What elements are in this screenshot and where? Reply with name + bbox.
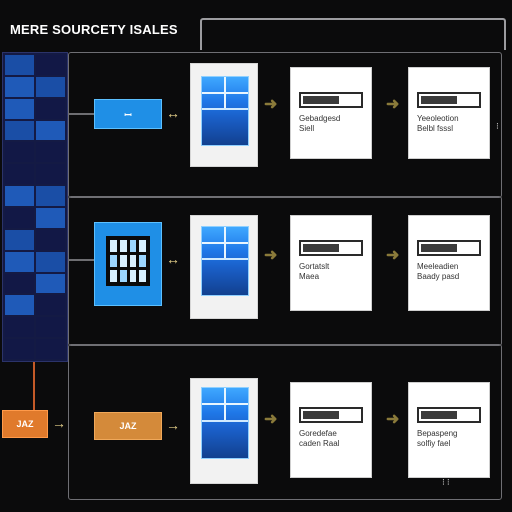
connector xyxy=(68,113,94,115)
progress-bar xyxy=(417,407,481,423)
arrow-right-icon: ↔ xyxy=(166,105,180,121)
card-caption: Yeeoleotion Belbl fsssl xyxy=(417,114,459,133)
source-label-4: JAZ xyxy=(119,421,137,431)
source-stem xyxy=(33,362,35,410)
top-frame xyxy=(200,18,506,50)
connector xyxy=(68,259,94,261)
arrow-right-icon: ↔ xyxy=(166,251,180,267)
progress-bar xyxy=(417,240,481,256)
arrow-right-icon: → xyxy=(166,417,180,433)
source-box-4[interactable]: JAZ xyxy=(94,412,162,440)
output-card-1a[interactable]: Gebadgesd Siell xyxy=(290,67,372,159)
output-card-2b[interactable]: Meeleadien Baady pasd xyxy=(408,215,490,311)
window-icon xyxy=(201,76,249,146)
source-label-1: ꟷ xyxy=(124,109,132,120)
arrow-right-icon: → xyxy=(52,415,66,431)
progress-bar xyxy=(299,240,363,256)
process-panel-1[interactable] xyxy=(190,63,258,167)
source-box-3[interactable]: JAZ xyxy=(2,410,48,438)
progress-bar xyxy=(299,92,363,108)
card-caption: Bepaspeng solfiy fael xyxy=(417,429,458,448)
diagram-title: MERE SOURCETY ISALES xyxy=(10,22,178,37)
row-band-2 xyxy=(68,196,502,346)
card-caption: Gebadgesd Siell xyxy=(299,114,341,133)
row-band-1 xyxy=(68,52,502,198)
arrow-right-icon: ➜ xyxy=(386,247,400,264)
progress-bar xyxy=(299,407,363,423)
arrow-right-icon: ➜ xyxy=(386,96,400,113)
output-card-3b[interactable]: Bepaspeng solfiy fael xyxy=(408,382,490,478)
card-caption: Meeleadien Baady pasd xyxy=(417,262,460,281)
output-card-1b[interactable]: Yeeoleotion Belbl fsssl xyxy=(408,67,490,159)
process-panel-3[interactable] xyxy=(190,378,258,484)
progress-bar xyxy=(417,92,481,108)
window-icon xyxy=(201,226,249,296)
pixel-glyph-icon xyxy=(106,236,150,286)
window-icon xyxy=(201,387,249,459)
process-panel-2[interactable] xyxy=(190,215,258,319)
output-card-2a[interactable]: Gortatslt Maea xyxy=(290,215,372,311)
dots-icon: ⁝ xyxy=(496,121,501,131)
card-caption: Gortatslt Maea xyxy=(299,262,330,281)
row-band-3 xyxy=(68,344,502,500)
source-label-3: JAZ xyxy=(16,419,34,429)
source-grid xyxy=(2,52,68,362)
output-card-3a[interactable]: Goredefae caden Raal xyxy=(290,382,372,478)
source-box-1[interactable]: ꟷ xyxy=(94,99,162,129)
card-caption: Goredefae caden Raal xyxy=(299,429,340,448)
arrow-right-icon: ➜ xyxy=(386,411,400,428)
arrow-right-icon: ➜ xyxy=(264,411,278,428)
dots-icon: ⁝⁝ xyxy=(442,477,452,487)
arrow-right-icon: ➜ xyxy=(264,247,278,264)
arrow-right-icon: ➜ xyxy=(264,96,278,113)
